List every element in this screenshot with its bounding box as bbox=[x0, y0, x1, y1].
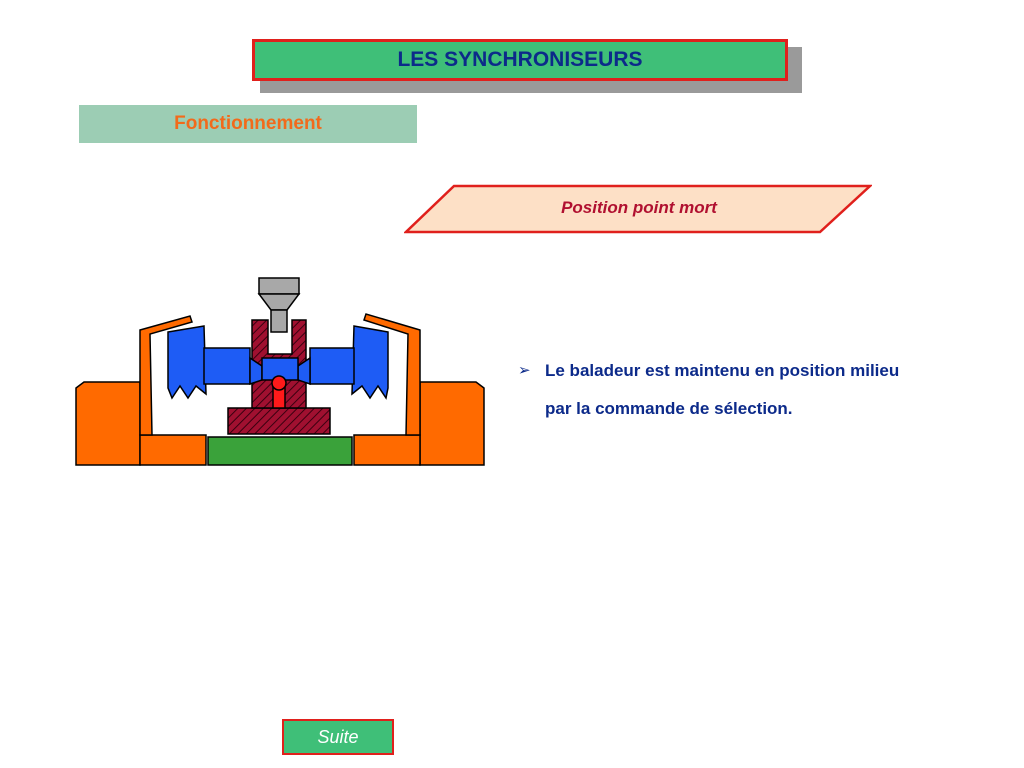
arrow-right-icon: ➢ bbox=[518, 362, 531, 379]
right-gear bbox=[353, 313, 485, 466]
bullet-item: ➢ Le baladeur est maintenu en position m… bbox=[518, 352, 918, 428]
suite-button[interactable]: Suite bbox=[282, 719, 394, 755]
position-banner bbox=[404, 184, 872, 234]
section-label: Fonctionnement bbox=[79, 105, 417, 143]
selector-fork bbox=[257, 277, 301, 333]
position-label: Position point mort bbox=[561, 198, 717, 217]
synchronizer-diagram bbox=[75, 277, 485, 466]
bullet-text: Le baladeur est maintenu en position mil… bbox=[545, 361, 900, 418]
shaft bbox=[207, 436, 353, 466]
right-synchro-ring bbox=[351, 325, 389, 400]
left-gear bbox=[75, 315, 207, 466]
page-title: LES SYNCHRONISEURS bbox=[252, 39, 788, 81]
detent-ball bbox=[271, 375, 287, 409]
left-synchro-ring bbox=[167, 325, 207, 400]
